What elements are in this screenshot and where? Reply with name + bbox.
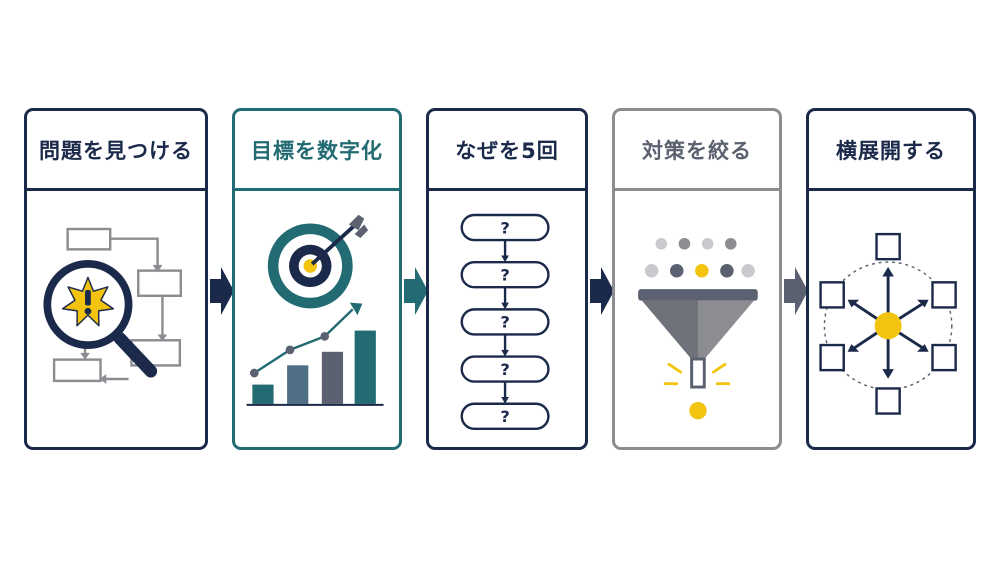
chevron-right-icon: [590, 267, 614, 315]
step-title: 問題を見つける: [27, 111, 205, 191]
why-mark: ?: [500, 313, 510, 332]
why-mark: ?: [500, 360, 510, 379]
step-card-five-whys: なぜを5回 ? ? ?: [426, 108, 588, 450]
magnifier-problem-icon: [43, 227, 183, 384]
chevron-right-icon: [210, 267, 234, 315]
why-five-times-flow-icon: ? ? ? ? ?: [460, 213, 550, 430]
step-title: 目標を数字化: [235, 111, 399, 191]
target-growth-chart-icon: [246, 214, 384, 406]
step-card-quantify-goal: 目標を数字化: [232, 108, 402, 450]
step-title: なぜを5回: [429, 111, 585, 191]
expand-network-icon: [819, 232, 957, 415]
step-title: 横展開する: [809, 111, 973, 191]
step-card-narrow-measures: 対策を絞る: [612, 108, 782, 450]
why-mark: ?: [500, 218, 510, 237]
chevron-right-icon: [784, 267, 808, 315]
why-mark: ?: [500, 407, 510, 426]
funnel-icon: [638, 237, 758, 420]
step-card-find-problem: 問題を見つける: [24, 108, 208, 450]
chevron-right-icon: [404, 267, 428, 315]
step-title: 対策を絞る: [615, 111, 779, 191]
step-card-roll-out: 横展開する: [806, 108, 976, 450]
why-mark: ?: [500, 265, 510, 284]
